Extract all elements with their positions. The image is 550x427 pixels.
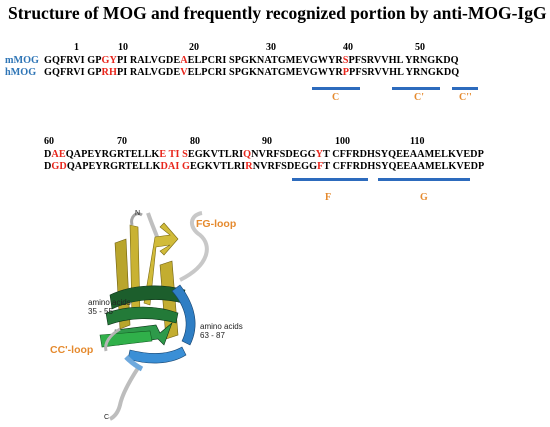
fg-loop-coil	[179, 211, 209, 282]
residue-number: 40	[343, 42, 353, 53]
residue-number: 80	[190, 136, 200, 147]
fg-loop-label: FG-loop	[196, 218, 237, 230]
beta-strand	[127, 346, 187, 364]
strand-g-label: G	[420, 192, 428, 203]
hmog-label: hMOG	[5, 67, 37, 78]
sequence-segment: D	[44, 149, 52, 160]
loop-coil	[104, 327, 121, 352]
residue-number: 50	[415, 42, 425, 53]
substituted-residue: R	[245, 161, 253, 172]
beta-strand	[143, 222, 179, 306]
strand-c-double-prime-label: C''	[459, 92, 472, 103]
sequence-segment: D	[44, 161, 52, 172]
hmog-sequence-row: GQFRVI GPRHPI RALVGDEVELPCRI SPGKNATGMEV…	[44, 67, 459, 78]
residue-number: 60	[44, 136, 54, 147]
hmog-sequence-row: DGDQAPEYRGRTELLKDAI GEGKVTLRIRNVRFSDEGGF…	[44, 161, 484, 172]
substituted-residue: E TI	[159, 149, 180, 160]
sequence-segment: ELPCRI SPGKNATGMEVGWYR	[187, 67, 343, 78]
strand-c-label: C	[332, 92, 340, 103]
substituted-residue: S	[182, 149, 188, 160]
residue-number: 1	[74, 42, 79, 53]
residue-number: 20	[189, 42, 199, 53]
substituted-residue: P	[342, 67, 350, 78]
substituted-residue: A	[180, 55, 188, 66]
sequence-segment: T CFFRDHSYQEEAAMELKVEDP	[323, 161, 485, 172]
sequence-segment: PI RALVGDE	[116, 55, 181, 66]
strand-f-label: F	[325, 192, 332, 203]
substituted-residue: F	[317, 161, 324, 172]
mmog-sequence-row: GQFRVI GPGYPI RALVGDEAELPCRI SPGKNATGMEV…	[44, 55, 459, 66]
substituted-residue: DAI	[160, 161, 180, 172]
sequence-segment: PFSRVVHL YRNGKDQ	[349, 67, 460, 78]
sequence-segment: GQFRVI GP	[44, 67, 102, 78]
figure-title: Structure of MOG and frequently recogniz…	[8, 3, 547, 23]
substituted-residue: Q	[243, 149, 252, 160]
sequence-segment: ELPCRI SPGKNATGMEVGWYR	[187, 55, 343, 66]
sequence-segment: QAPEYRGRTELLK	[66, 161, 161, 172]
loop-coil	[124, 355, 144, 372]
amino-acids-35-55-label: amino acids 35 - 55	[88, 298, 131, 316]
cc-loop-label: CC'-loop	[50, 344, 94, 356]
c-terminal-coil	[109, 363, 142, 421]
sequence-segment: QAPEYRGRTELLK	[65, 149, 160, 160]
strand-c-double-prime-bar	[452, 87, 478, 90]
residue-number: 10	[118, 42, 128, 53]
sequence-segment: PI RALVGDE	[116, 67, 181, 78]
residue-number: 100	[335, 136, 350, 147]
mmog-label: mMOG	[5, 55, 39, 66]
substituted-residue: GY	[101, 55, 117, 66]
sequence-segment: NVRFSDEGG	[252, 161, 318, 172]
sequence-segment: T CFFRDHSYQEEAAMELKVEDP	[322, 149, 484, 160]
n-terminus-label: N	[135, 210, 141, 217]
substituted-residue: AE	[51, 149, 66, 160]
beta-strand	[129, 224, 141, 318]
substituted-residue: V	[180, 67, 188, 78]
mog-ribbon-structure	[99, 211, 209, 421]
substituted-residue: RH	[101, 67, 117, 78]
beta-strand	[105, 306, 179, 326]
amino-acids-63-87-label: amino acids 63 - 87	[200, 322, 243, 340]
residue-number: 70	[117, 136, 127, 147]
residue-number: 90	[262, 136, 272, 147]
sequence-segment: EGKVTLRI	[189, 161, 246, 172]
residue-number: 30	[266, 42, 276, 53]
substituted-residue: G	[181, 161, 190, 172]
residue-number: 110	[410, 136, 425, 147]
beta-strand	[171, 284, 196, 346]
strand-g-bar	[378, 178, 470, 181]
sequence-segment: PFSRVVHL YRNGKDQ	[348, 55, 459, 66]
mmog-sequence-row: DAEQAPEYRGRTELLKE TI SEGKVTLRIQNVRFSDEGG…	[44, 149, 484, 160]
c-terminus-label: C	[104, 414, 110, 421]
sequence-segment: EGKVTLRI	[187, 149, 244, 160]
sequence-segment: GQFRVI GP	[44, 55, 102, 66]
loop-coil	[130, 212, 143, 226]
substituted-residue: S	[342, 55, 349, 66]
substituted-residue: Y	[315, 149, 323, 160]
strand-f-bar	[292, 178, 368, 181]
strand-c-prime-label: C'	[414, 92, 424, 103]
strand-c-bar	[312, 87, 360, 90]
substituted-residue: GD	[51, 161, 67, 172]
sequence-segment: NVRFSDEGG	[251, 149, 316, 160]
strand-c-prime-bar	[392, 87, 440, 90]
